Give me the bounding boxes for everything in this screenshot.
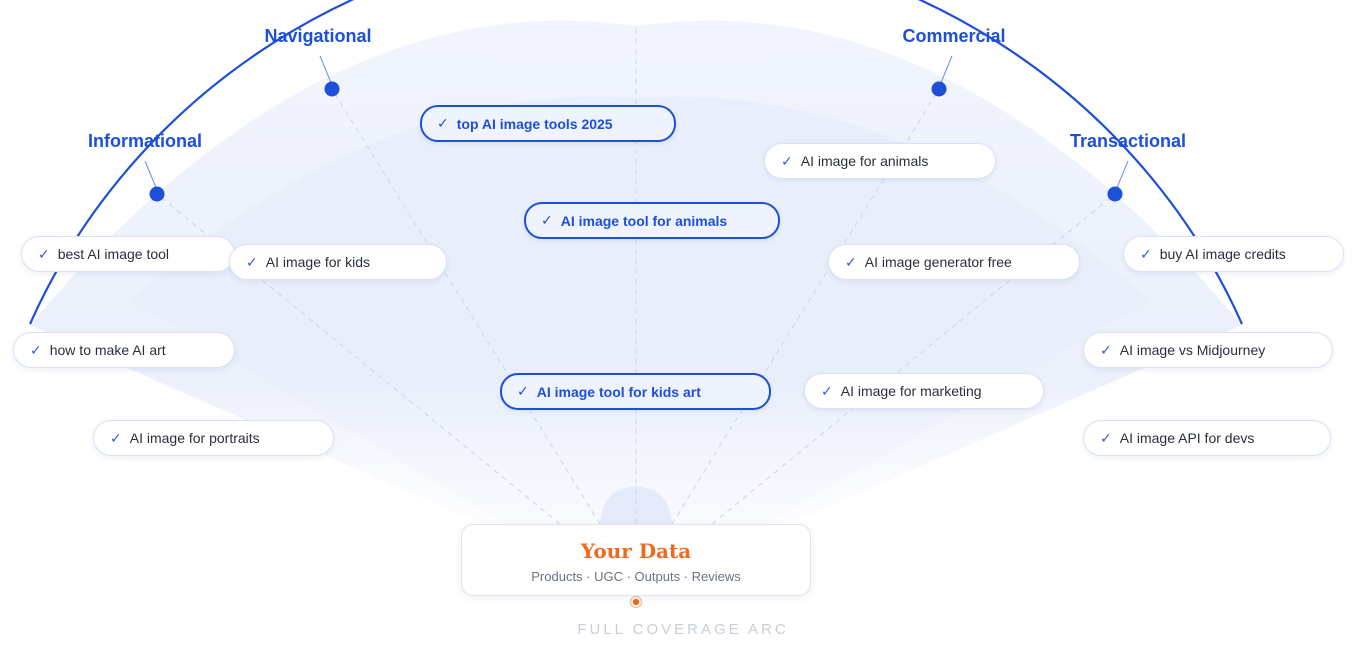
- keyword-pill-highlighted: ✓ AI image tool for kids art: [500, 373, 771, 410]
- check-icon: ✓: [821, 382, 833, 399]
- keyword-label: AI image for animals: [800, 153, 929, 169]
- check-icon: ✓: [1100, 341, 1112, 358]
- check-icon: ✓: [110, 429, 122, 446]
- data-card-title: Your Data: [580, 539, 692, 563]
- check-icon: ✓: [541, 212, 553, 228]
- coverage-fan-inner: [130, 96, 1150, 528]
- keyword-label: AI image generator free: [864, 254, 1012, 270]
- category-label-transactional: Transactional: [1069, 131, 1187, 151]
- keyword-label: AI image for portraits: [129, 430, 260, 446]
- check-icon: ✓: [781, 152, 793, 169]
- keyword-label: AI image vs Midjourney: [1119, 342, 1266, 358]
- check-icon: ✓: [1140, 245, 1152, 262]
- keyword-pill: ✓ AI image for marketing: [804, 373, 1044, 409]
- keyword-pill: ✓ AI image generator free: [828, 244, 1080, 280]
- category-dot-navigational: [324, 81, 340, 97]
- keyword-label: AI image API for devs: [1119, 430, 1255, 446]
- keyword-pill: ✓ AI image API for devs: [1083, 420, 1331, 456]
- check-icon: ✓: [517, 383, 529, 399]
- category-dot-transactional: [1107, 186, 1123, 202]
- keyword-pill: ✓ how to make AI art: [13, 332, 235, 368]
- keyword-label: best AI image tool: [57, 246, 170, 262]
- category-dot-informational: [149, 186, 165, 202]
- keyword-pill: ✓ buy AI image credits: [1123, 236, 1344, 272]
- keyword-pill: ✓ best AI image tool: [21, 236, 235, 272]
- keyword-pill-highlighted: ✓ AI image tool for animals: [524, 202, 780, 239]
- focus-cap: [600, 486, 672, 524]
- keyword-pill: ✓ AI image for portraits: [93, 420, 334, 456]
- arc-caption: FULL COVERAGE ARC: [577, 621, 789, 638]
- keyword-label: top AI image tools 2025: [456, 115, 613, 132]
- check-icon: ✓: [38, 245, 50, 262]
- category-dot-commercial: [931, 81, 947, 97]
- check-icon: ✓: [1100, 429, 1112, 446]
- keyword-pill: ✓ AI image vs Midjourney: [1083, 332, 1333, 368]
- keyword-label: AI image for kids: [265, 254, 370, 270]
- coverage-arc: [28, 0, 1244, 325]
- category-label-informational: Informational: [87, 131, 203, 151]
- data-source-card: Your Data Products · UGC · Outputs · Rev…: [461, 524, 811, 596]
- keyword-pill: ✓ AI image for animals: [764, 143, 996, 179]
- data-card-subtitle: Products · UGC · Outputs · Reviews: [531, 569, 741, 584]
- keyword-label: AI image for marketing: [840, 383, 982, 399]
- check-icon: ✓: [845, 253, 857, 270]
- keyword-label: buy AI image credits: [1159, 246, 1286, 262]
- keyword-label: AI image tool for animals: [560, 212, 728, 229]
- check-icon: ✓: [437, 115, 449, 131]
- category-label-navigational: Navigational: [264, 26, 372, 46]
- keyword-pill-highlighted: ✓ top AI image tools 2025: [420, 105, 676, 142]
- keyword-label: how to make AI art: [49, 342, 166, 358]
- check-icon: ✓: [30, 341, 42, 358]
- origin-dot: [632, 598, 640, 606]
- category-leader-lines: [144, 55, 1129, 191]
- check-icon: ✓: [246, 253, 258, 270]
- keyword-pill: ✓ AI image for kids: [229, 244, 447, 280]
- category-label-commercial: Commercial: [902, 26, 1006, 46]
- keyword-label: AI image tool for kids art: [536, 383, 701, 400]
